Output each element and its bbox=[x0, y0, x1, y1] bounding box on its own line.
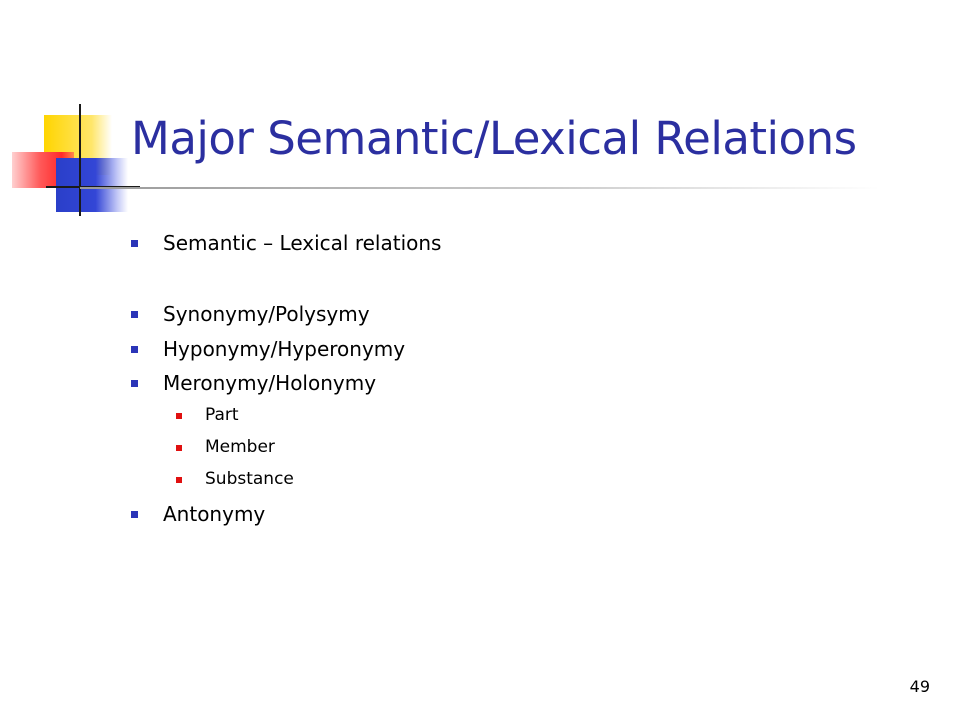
bullet-item: Semantic – Lexical relations bbox=[131, 231, 442, 255]
sub-bullet-square-icon bbox=[176, 477, 182, 483]
sub-bullet-text: Part bbox=[205, 405, 239, 425]
slide-title: Major Semantic/Lexical Relations bbox=[131, 112, 857, 165]
bullet-item: Hyponymy/Hyperonymy bbox=[131, 337, 406, 361]
bullet-square-icon bbox=[131, 311, 138, 318]
bullet-square-icon bbox=[131, 511, 138, 518]
sub-bullet-item: Member bbox=[176, 437, 275, 457]
bullet-square-icon bbox=[131, 346, 138, 353]
sub-bullet-text: Substance bbox=[205, 469, 294, 489]
sub-bullet-square-icon bbox=[176, 445, 182, 451]
bullet-text: Meronymy/Holonymy bbox=[163, 371, 377, 395]
logo-vertical-line bbox=[79, 104, 81, 216]
bullet-item: Antonymy bbox=[131, 502, 266, 526]
bullet-square-icon bbox=[131, 380, 138, 387]
bullet-item: Synonymy/Polysymy bbox=[131, 302, 370, 326]
bullet-square-icon bbox=[131, 240, 138, 247]
bullet-text: Antonymy bbox=[163, 502, 266, 526]
sub-bullet-text: Member bbox=[205, 437, 275, 457]
title-underline bbox=[80, 187, 880, 189]
logo-blue-square bbox=[56, 158, 128, 212]
bullet-text: Semantic – Lexical relations bbox=[163, 231, 442, 255]
bullet-text: Synonymy/Polysymy bbox=[163, 302, 370, 326]
bullet-text: Hyponymy/Hyperonymy bbox=[163, 337, 406, 361]
sub-bullet-square-icon bbox=[176, 413, 182, 419]
slide-logo-decoration bbox=[0, 0, 140, 220]
page-number: 49 bbox=[909, 677, 930, 696]
sub-bullet-item: Substance bbox=[176, 469, 294, 489]
bullet-item: Meronymy/Holonymy bbox=[131, 371, 377, 395]
sub-bullet-item: Part bbox=[176, 405, 239, 425]
